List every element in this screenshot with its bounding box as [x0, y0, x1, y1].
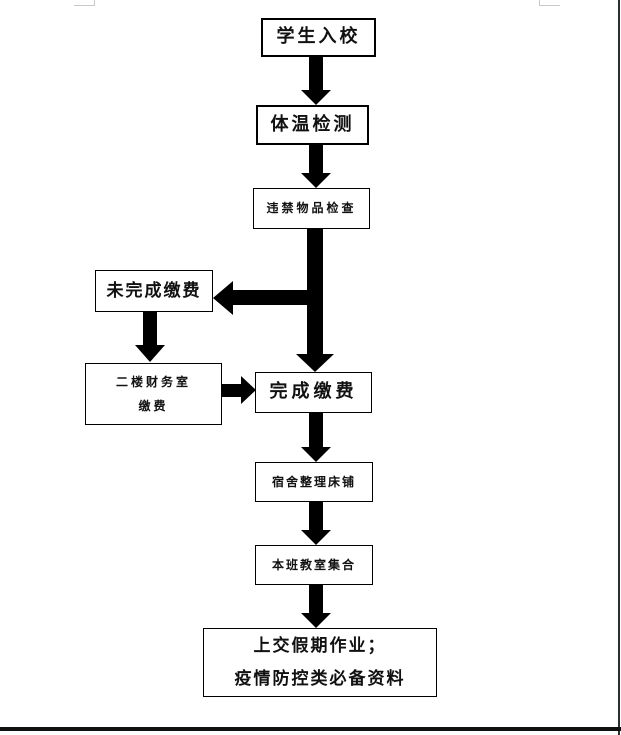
- arrow-down-icon: [301, 613, 331, 628]
- arrow-shaft: [233, 290, 317, 305]
- node-student-entry-label: 学生入校: [276, 26, 361, 48]
- node-classroom-gather: 本班教室集合: [255, 545, 373, 585]
- arrow-down-icon: [135, 345, 165, 362]
- node-dorm-beds-label: 宿舍整理床铺: [271, 474, 356, 489]
- arrow-down-icon: [301, 173, 331, 188]
- text-boundary-mark-topleft-h: [74, 5, 95, 6]
- arrow-shaft: [309, 412, 323, 447]
- text-boundary-mark-topright-v: [539, 0, 540, 6]
- arrow-shaft: [309, 57, 323, 91]
- node-paid-label: 完成缴费: [269, 381, 358, 403]
- arrow-down-icon: [301, 447, 331, 462]
- text-boundary-mark-topleft-v: [94, 0, 95, 6]
- arrow-down-icon: [296, 354, 334, 372]
- node-finance-office: 二楼财务室 缴费: [85, 363, 222, 425]
- node-contraband-check: 违禁物品检查: [253, 188, 370, 229]
- arrow-down-icon: [301, 90, 331, 105]
- node-submit-materials-line2: 疫情防控类必备资料: [234, 668, 406, 689]
- node-temp-check: 体温检测: [256, 105, 369, 145]
- arrow-shaft: [309, 144, 323, 174]
- arrow-shaft: [309, 501, 323, 530]
- arrow-left-icon: [213, 281, 233, 315]
- arrow-down-icon: [301, 530, 331, 545]
- node-classroom-gather-label: 本班教室集合: [271, 557, 356, 572]
- node-dorm-beds: 宿舍整理床铺: [255, 462, 373, 502]
- text-boundary-mark-topright-h: [539, 5, 560, 6]
- node-finance-office-line2: 缴费: [138, 399, 169, 413]
- page-bottom-rule: [0, 727, 621, 731]
- page-right-edge: [618, 0, 620, 735]
- node-contraband-check-label: 违禁物品检查: [266, 201, 357, 216]
- node-submit-materials-line1: 上交假期作业；: [253, 636, 387, 657]
- arrow-right-icon: [241, 376, 256, 404]
- arrow-shaft: [143, 311, 157, 345]
- node-not-paid-label: 未完成缴费: [106, 280, 202, 301]
- node-submit-materials: 上交假期作业； 疫情防控类必备资料: [203, 628, 437, 697]
- node-student-entry: 学生入校: [261, 18, 376, 57]
- node-temp-check-label: 体温检测: [270, 113, 355, 135]
- arrow-shaft: [309, 584, 323, 613]
- node-paid: 完成缴费: [255, 372, 372, 413]
- arrow-shaft: [221, 384, 241, 397]
- node-finance-office-line1: 二楼财务室: [115, 375, 191, 389]
- node-not-paid: 未完成缴费: [95, 270, 213, 312]
